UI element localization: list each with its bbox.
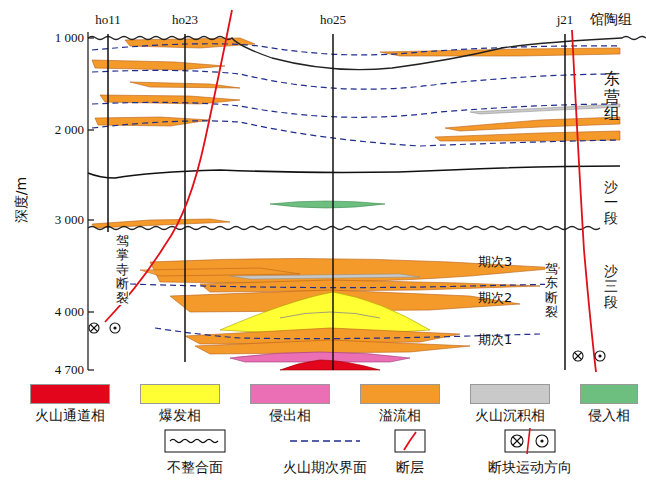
legend-swatch xyxy=(470,384,550,404)
period-label: 期次2 xyxy=(478,291,512,305)
legend-swatch xyxy=(140,384,220,404)
well-name: j21 xyxy=(557,13,574,27)
formation-name: 东营组 xyxy=(604,70,620,123)
depth-tick: 3 000 xyxy=(55,213,84,227)
depth-tick: 1 000 xyxy=(55,31,84,45)
legend-label: 断块运动方向 xyxy=(488,460,572,475)
legend-label: 侵出相 xyxy=(269,408,311,423)
axis-title: 深度/m xyxy=(14,177,29,223)
well-name: ho25 xyxy=(320,13,346,27)
legend-label: 火山通道相 xyxy=(35,408,105,423)
period-label: 期次1 xyxy=(478,333,512,347)
period-label: 期次3 xyxy=(478,255,512,269)
legend-label: 火山沉积相 xyxy=(475,408,545,423)
depth-tick: 4 000 xyxy=(55,305,84,319)
legend-label: 溢流相 xyxy=(379,408,421,423)
depth-tick: 2 000 xyxy=(55,123,84,137)
legend-swatch xyxy=(360,384,440,404)
well-name: ho11 xyxy=(95,13,121,27)
legend-label: 侵入相 xyxy=(588,408,630,423)
formation-name: 沙一段 xyxy=(604,180,618,226)
well-name: ho23 xyxy=(172,13,198,27)
legend-label: 爆发相 xyxy=(159,408,201,423)
legend-swatch xyxy=(250,384,330,404)
formation-name: 馆陶组 xyxy=(590,12,632,27)
legend-swatch xyxy=(30,384,110,404)
legend-label: 不整合面 xyxy=(167,460,223,475)
fault-name: 驾掌寺断裂 xyxy=(116,234,129,305)
legend-label: 断层 xyxy=(396,460,424,475)
legend-swatch xyxy=(580,384,638,404)
fault-name: 驾东断裂 xyxy=(545,262,558,319)
depth-tick: 4 700 xyxy=(55,363,84,377)
legend-label: 火山期次界面 xyxy=(283,460,367,475)
formation-name: 沙三段 xyxy=(604,264,618,310)
